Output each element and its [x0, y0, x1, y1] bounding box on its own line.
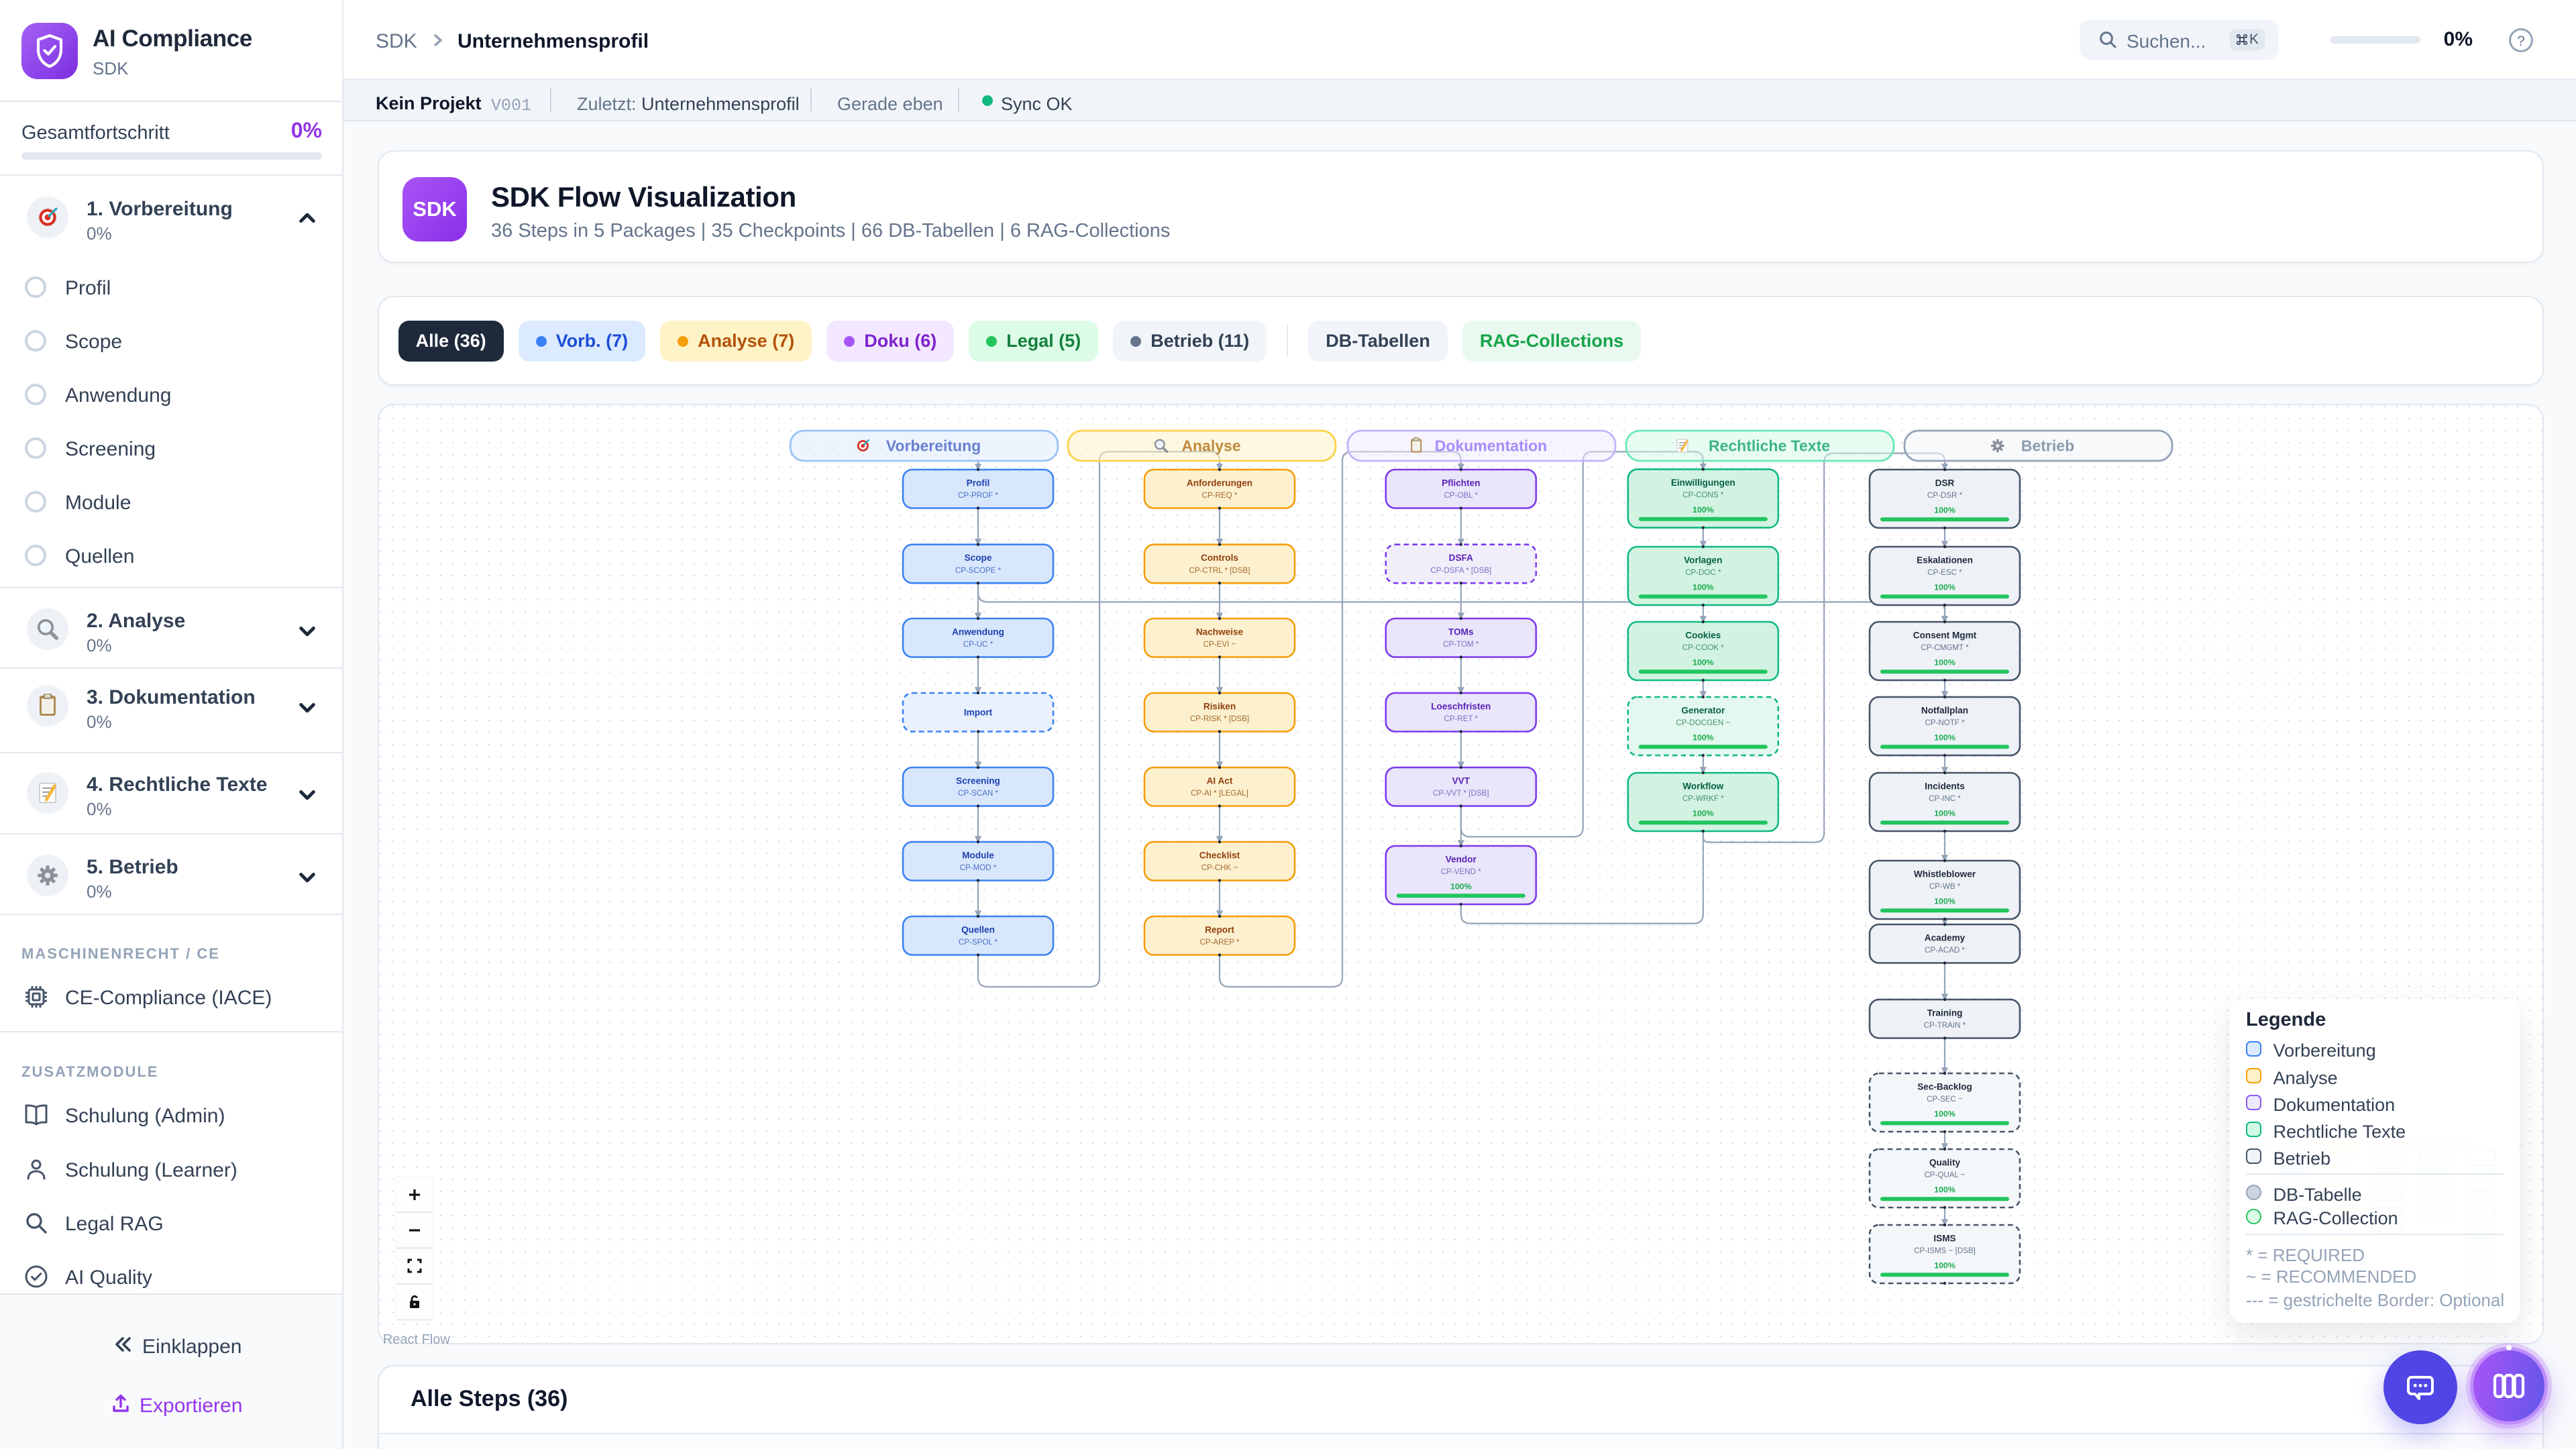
svg-text:TOMs: TOMs	[1448, 627, 1474, 637]
svg-text:100%: 100%	[1693, 733, 1714, 743]
svg-text:CP-REQ *: CP-REQ *	[1202, 491, 1238, 500]
svg-text:CP-QUAL ~: CP-QUAL ~	[1924, 1171, 1965, 1179]
svg-text:Vorbereitung: Vorbereitung	[886, 437, 981, 455]
svg-text:CP-DOC *: CP-DOC *	[1685, 568, 1721, 577]
svg-text:Sec-Backlog: Sec-Backlog	[1917, 1082, 1972, 1092]
svg-text:CP-CMGMT *: CP-CMGMT *	[1921, 643, 1969, 652]
svg-text:Checklist: Checklist	[1199, 851, 1240, 861]
svg-text:CP-DSFA * [DSB]: CP-DSFA * [DSB]	[1430, 566, 1491, 575]
svg-text:Rechtliche Texte: Rechtliche Texte	[1709, 437, 1830, 455]
svg-text:100%: 100%	[1934, 733, 1955, 743]
svg-text:Screening: Screening	[956, 776, 1000, 786]
svg-text:Analyse: Analyse	[1181, 437, 1240, 455]
svg-text:Nachweise: Nachweise	[1196, 627, 1244, 637]
svg-text:100%: 100%	[1693, 658, 1714, 667]
svg-text:CP-CTRL * [DSB]: CP-CTRL * [DSB]	[1189, 566, 1250, 575]
svg-text:CP-VVT * [DSB]: CP-VVT * [DSB]	[1433, 789, 1489, 798]
svg-text:CP-INC *: CP-INC *	[1929, 794, 1961, 803]
svg-text:Profil: Profil	[967, 478, 990, 488]
svg-text:CP-CONS *: CP-CONS *	[1682, 491, 1724, 500]
svg-text:CP-RET *: CP-RET *	[1444, 714, 1478, 723]
svg-text:DSR: DSR	[1935, 478, 1955, 488]
svg-text:Dokumentation: Dokumentation	[1435, 437, 1547, 455]
svg-text:100%: 100%	[1934, 583, 1955, 592]
svg-text:Quality: Quality	[1929, 1158, 1961, 1168]
svg-text:CP-VEND *: CP-VEND *	[1441, 867, 1481, 876]
svg-text:Pflichten: Pflichten	[1442, 478, 1480, 488]
svg-text:Report: Report	[1205, 925, 1234, 935]
svg-text:100%: 100%	[1934, 1110, 1955, 1119]
svg-text:Scope: Scope	[965, 553, 992, 563]
svg-text:CP-EVI ~: CP-EVI ~	[1203, 640, 1236, 649]
svg-text:Controls: Controls	[1201, 553, 1238, 563]
svg-text:Quellen: Quellen	[961, 925, 995, 935]
svg-text:CP-UC *: CP-UC *	[963, 640, 994, 649]
svg-text:Incidents: Incidents	[1925, 782, 1965, 792]
svg-text:CP-AI * [LEGAL]: CP-AI * [LEGAL]	[1191, 789, 1248, 798]
svg-text:CP-ISMS ~ [DSB]: CP-ISMS ~ [DSB]	[1914, 1246, 1976, 1255]
svg-text:CP-TRAIN *: CP-TRAIN *	[1924, 1021, 1966, 1030]
svg-text:100%: 100%	[1934, 1261, 1955, 1271]
svg-text:CP-WRKF *: CP-WRKF *	[1682, 794, 1724, 803]
svg-text:CP-PROF *: CP-PROF *	[958, 491, 998, 500]
svg-text:100%: 100%	[1693, 809, 1714, 818]
svg-text:100%: 100%	[1934, 658, 1955, 667]
svg-text:Anforderungen: Anforderungen	[1187, 478, 1252, 488]
svg-text:Cookies: Cookies	[1685, 631, 1721, 641]
svg-text:100%: 100%	[1934, 897, 1955, 906]
svg-text:Vorlagen: Vorlagen	[1684, 555, 1722, 566]
svg-text:DSFA: DSFA	[1449, 553, 1473, 563]
svg-text:CP-NOTF *: CP-NOTF *	[1925, 718, 1965, 727]
svg-text:Workflow: Workflow	[1682, 782, 1723, 792]
svg-text:CP-DSR *: CP-DSR *	[1927, 491, 1963, 500]
svg-text:CP-SPOL *: CP-SPOL *	[959, 938, 998, 947]
svg-text:CP-DOCGEN ~: CP-DOCGEN ~	[1676, 718, 1730, 727]
svg-text:CP-SCAN *: CP-SCAN *	[958, 789, 998, 798]
svg-text:Anwendung: Anwendung	[952, 627, 1004, 637]
svg-text:Generator: Generator	[1681, 706, 1725, 716]
svg-text:ISMS: ISMS	[1933, 1234, 1955, 1244]
svg-text:CP-MOD *: CP-MOD *	[960, 863, 997, 872]
svg-text:CP-CHK ~: CP-CHK ~	[1201, 863, 1238, 872]
svg-text:CP-AREP *: CP-AREP *	[1199, 938, 1240, 947]
svg-text:CP-SCOPE *: CP-SCOPE *	[955, 566, 1002, 575]
svg-text:Import: Import	[964, 707, 993, 717]
svg-text:Einwilligungen: Einwilligungen	[1671, 478, 1735, 488]
svg-text:Whistleblower: Whistleblower	[1914, 869, 1976, 879]
svg-text:CP-TOM *: CP-TOM *	[1443, 640, 1479, 649]
svg-text:Training: Training	[1927, 1008, 1963, 1018]
svg-text:100%: 100%	[1450, 882, 1472, 892]
svg-text:100%: 100%	[1934, 809, 1955, 818]
svg-text:VVT: VVT	[1452, 776, 1470, 786]
svg-text:CP-ESC *: CP-ESC *	[1927, 568, 1962, 577]
svg-text:100%: 100%	[1693, 583, 1714, 592]
svg-text:Notfallplan: Notfallplan	[1921, 706, 1968, 716]
svg-text:100%: 100%	[1934, 506, 1955, 515]
svg-text:100%: 100%	[1693, 505, 1714, 515]
svg-text:CP-WB *: CP-WB *	[1929, 882, 1961, 891]
svg-text:CP-RISK * [DSB]: CP-RISK * [DSB]	[1190, 714, 1249, 723]
svg-text:Loeschfristen: Loeschfristen	[1431, 702, 1491, 712]
svg-text:Risiken: Risiken	[1203, 702, 1236, 712]
svg-text:AI Act: AI Act	[1207, 776, 1233, 786]
svg-text:CP-ACAD *: CP-ACAD *	[1925, 946, 1965, 955]
svg-text:Betrieb: Betrieb	[2021, 437, 2074, 455]
svg-text:Module: Module	[962, 851, 994, 861]
svg-text:?: ?	[2517, 34, 2525, 49]
svg-text:CP-COOK *: CP-COOK *	[1682, 643, 1724, 652]
svg-text:Eskalationen: Eskalationen	[1917, 555, 1973, 566]
svg-text:CP-OBL *: CP-OBL *	[1444, 491, 1479, 500]
svg-text:Vendor: Vendor	[1446, 855, 1477, 865]
svg-text:100%: 100%	[1934, 1185, 1955, 1195]
svg-text:CP-SEC ~: CP-SEC ~	[1927, 1095, 1963, 1104]
svg-text:Academy: Academy	[1925, 933, 1966, 943]
svg-text:Consent Mgmt: Consent Mgmt	[1913, 631, 1977, 641]
